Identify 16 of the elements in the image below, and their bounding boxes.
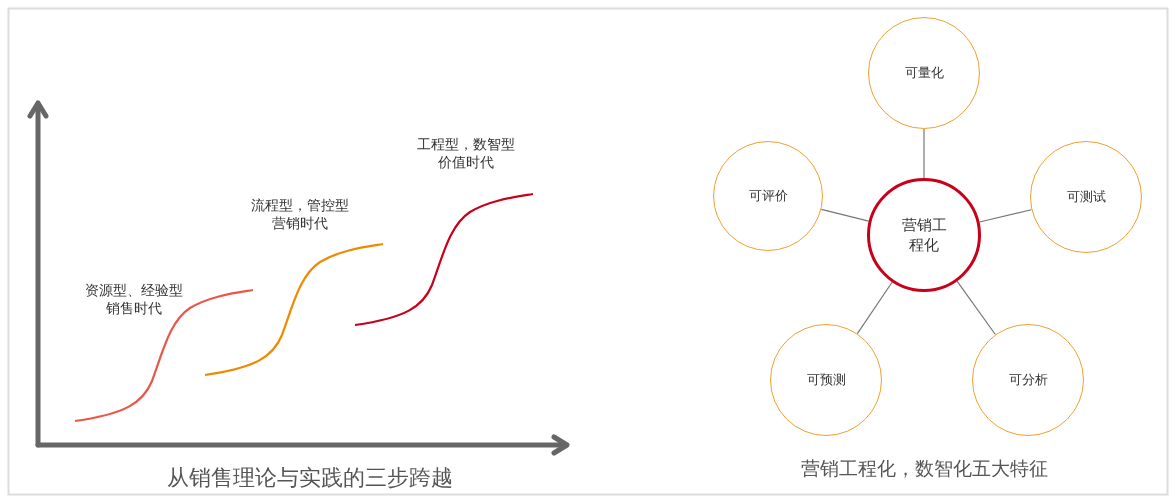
era-label: 资源型、经验型销售时代 — [85, 281, 183, 317]
diagram-caption: 营销工程化，数智化五大特征 — [800, 456, 1048, 481]
circle-node: 可量化 — [868, 17, 980, 129]
connector-line — [956, 280, 996, 336]
circle-node: 可评价 — [713, 141, 823, 251]
circle-node: 可分析 — [972, 324, 1084, 436]
circle-node: 可预测 — [770, 324, 882, 436]
era-label: 工程型，数智型价值时代 — [417, 135, 515, 171]
circle-node: 可测试 — [1030, 141, 1142, 253]
era-label: 流程型，管控型营销时代 — [251, 196, 349, 232]
connector-line — [820, 208, 870, 222]
connector-line — [856, 281, 893, 335]
chart-caption: 从销售理论与实践的三步跨越 — [167, 464, 453, 492]
connector-line — [978, 209, 1033, 223]
connector-line — [923, 128, 925, 179]
circle-node: 营销工程化 — [867, 178, 981, 292]
